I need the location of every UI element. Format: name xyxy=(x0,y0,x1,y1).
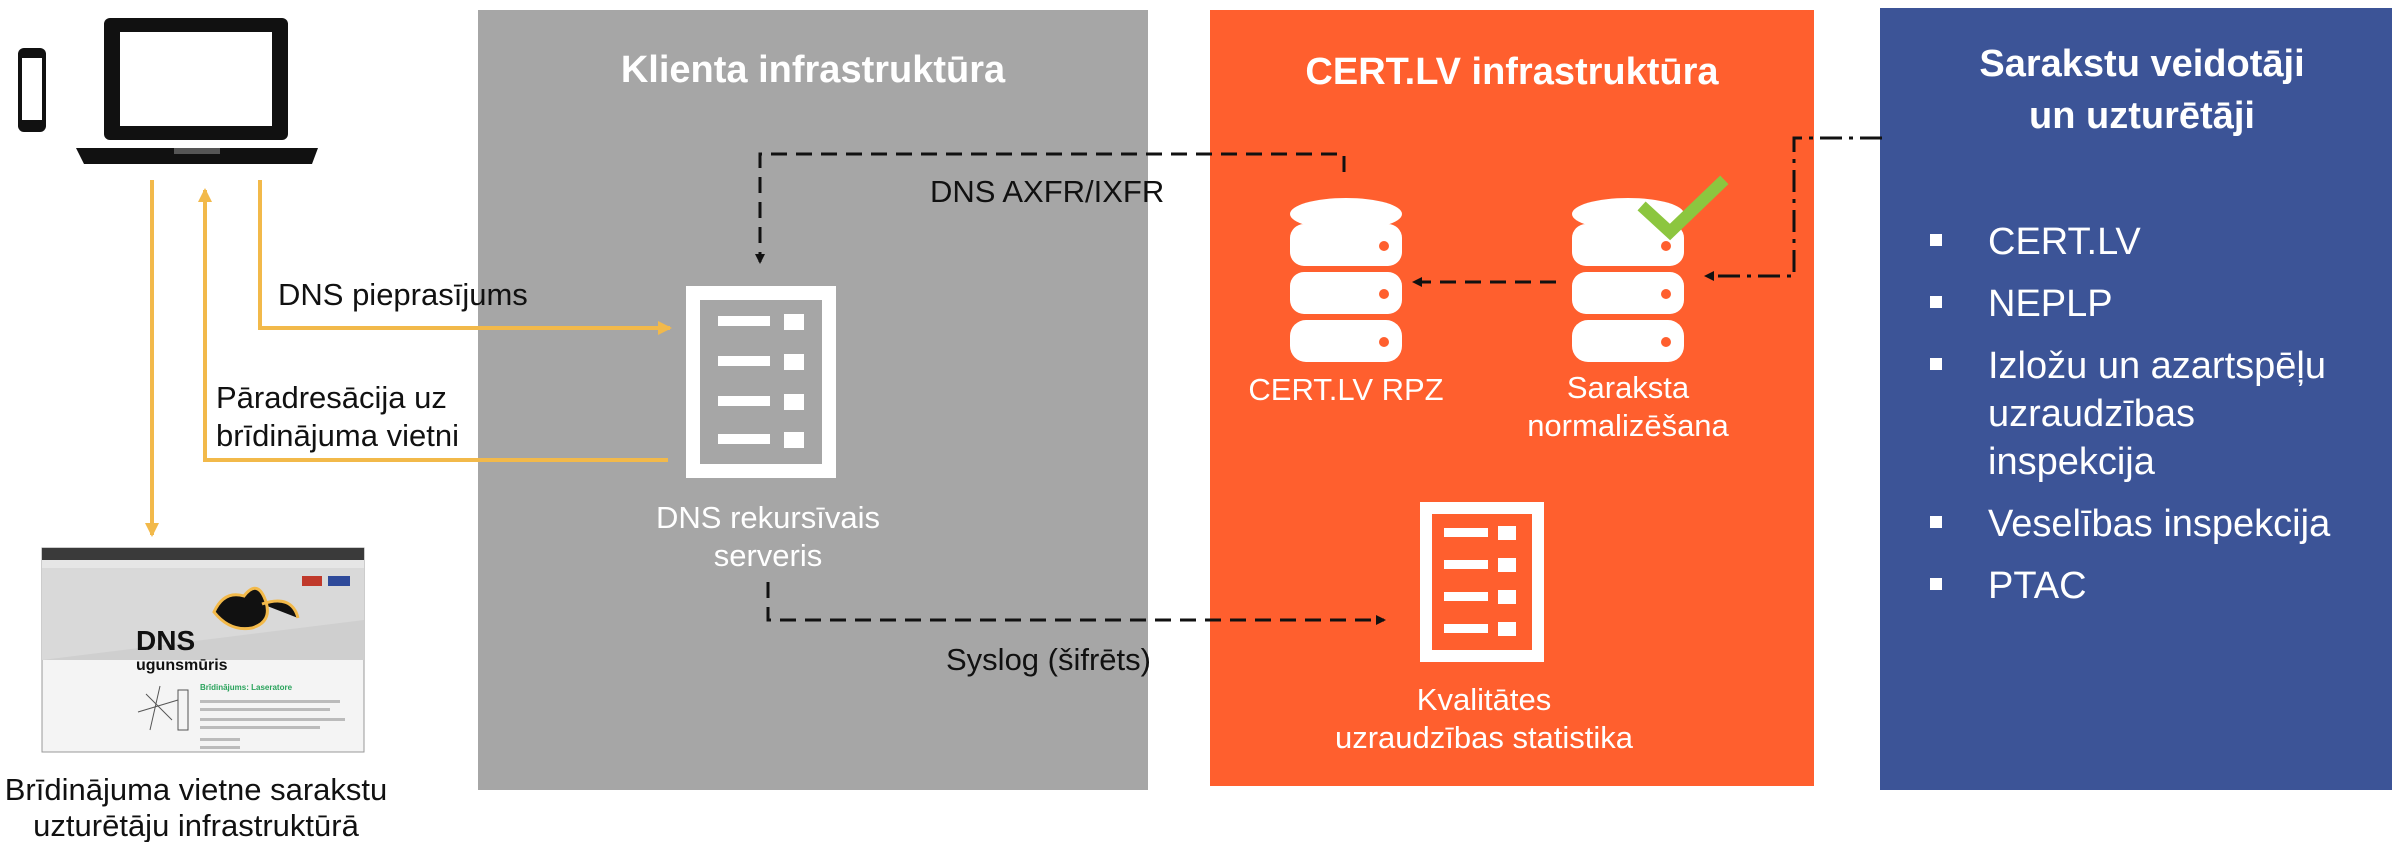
maintainer-item-line: NEPLP xyxy=(1988,283,2113,325)
maintainers-panel-title-line2: un uzturētāji xyxy=(2029,95,2255,137)
smartphone-icon xyxy=(18,48,46,132)
cat-illustration xyxy=(212,586,300,631)
laptop-icon xyxy=(76,18,318,164)
warning-site-caption-line1: Brīdinājuma vietne sarakstu xyxy=(5,772,388,807)
bullet-icon xyxy=(1930,296,1942,308)
warning-page-title-line1: DNS xyxy=(136,625,195,656)
dashed-flows xyxy=(755,152,1556,625)
client-panel-title: Klienta infrastruktūra xyxy=(621,49,1006,91)
syslog-arrow xyxy=(766,582,1386,625)
dns-query-arrow xyxy=(258,180,672,335)
dns-query-label: DNS pieprasījums xyxy=(278,277,528,312)
dns-server-label-line2: serveris xyxy=(714,538,823,573)
maintainers-to-normalize-arrow xyxy=(1704,136,1882,281)
warning-page-heading: Brīdinājums: Laseratore xyxy=(200,683,293,692)
normalize-label-line1: Saraksta xyxy=(1567,370,1690,405)
warning-page-thumbnail: DNS ugunsmūris Brīdinājums: Laseratore xyxy=(41,547,365,753)
dns-server-label-line1: DNS rekursīvais xyxy=(656,500,880,535)
bullet-icon xyxy=(1930,516,1942,528)
yellow-arrows xyxy=(145,180,672,537)
bullet-icon xyxy=(1930,234,1942,246)
redirect-label-line2: brīdinājuma vietni xyxy=(216,418,459,453)
redirect-label-line1: Pāradresācija uz xyxy=(216,380,447,415)
bullet-icon xyxy=(1930,358,1942,370)
statistics-document-icon xyxy=(1420,502,1544,662)
maintainers-panel-title-line1: Sarakstu veidotāji xyxy=(1979,43,2304,85)
normalization-database-icon xyxy=(1572,198,1684,362)
maintainer-item-line: CERT.LV xyxy=(1988,221,2141,263)
maintainer-item-line: inspekcija xyxy=(1988,441,2156,483)
maintainers-panel xyxy=(1880,8,2392,790)
dns-server-icon xyxy=(686,286,836,478)
stats-label-line1: Kvalitātes xyxy=(1417,682,1551,717)
maintainer-item-line: Veselības inspekcija xyxy=(1988,503,2331,545)
maintainer-item-line: Izložu un azartspēļu xyxy=(1988,345,2326,387)
axfr-arrow xyxy=(755,152,1346,264)
cert-rpz-database-icon xyxy=(1290,198,1402,362)
warning-page-title-line2: ugunsmūris xyxy=(136,657,228,674)
checkmark-icon xyxy=(1637,175,1729,241)
stats-label-line2: uzraudzības statistika xyxy=(1335,720,1634,755)
cert-panel-title: CERT.LV infrastruktūra xyxy=(1305,51,1719,93)
maintainer-item-line: PTAC xyxy=(1988,565,2087,607)
maintainer-item-line: uzraudzības xyxy=(1988,393,2195,435)
syslog-label: Syslog (šifrēts) xyxy=(946,642,1151,677)
bullet-icon xyxy=(1930,578,1942,590)
redirect-arrow xyxy=(198,188,668,462)
normalize-label-line2: normalizēšana xyxy=(1527,408,1729,443)
warning-site-caption-line2: uzturētāju infrastruktūrā xyxy=(33,808,359,842)
maintainers-list: CERT.LV NEPLP Izložu un azartspēļu uzraudzī… xyxy=(1930,221,2331,607)
axfr-label: DNS AXFR/IXFR xyxy=(930,174,1164,209)
cert-rpz-label: CERT.LV RPZ xyxy=(1248,372,1443,407)
